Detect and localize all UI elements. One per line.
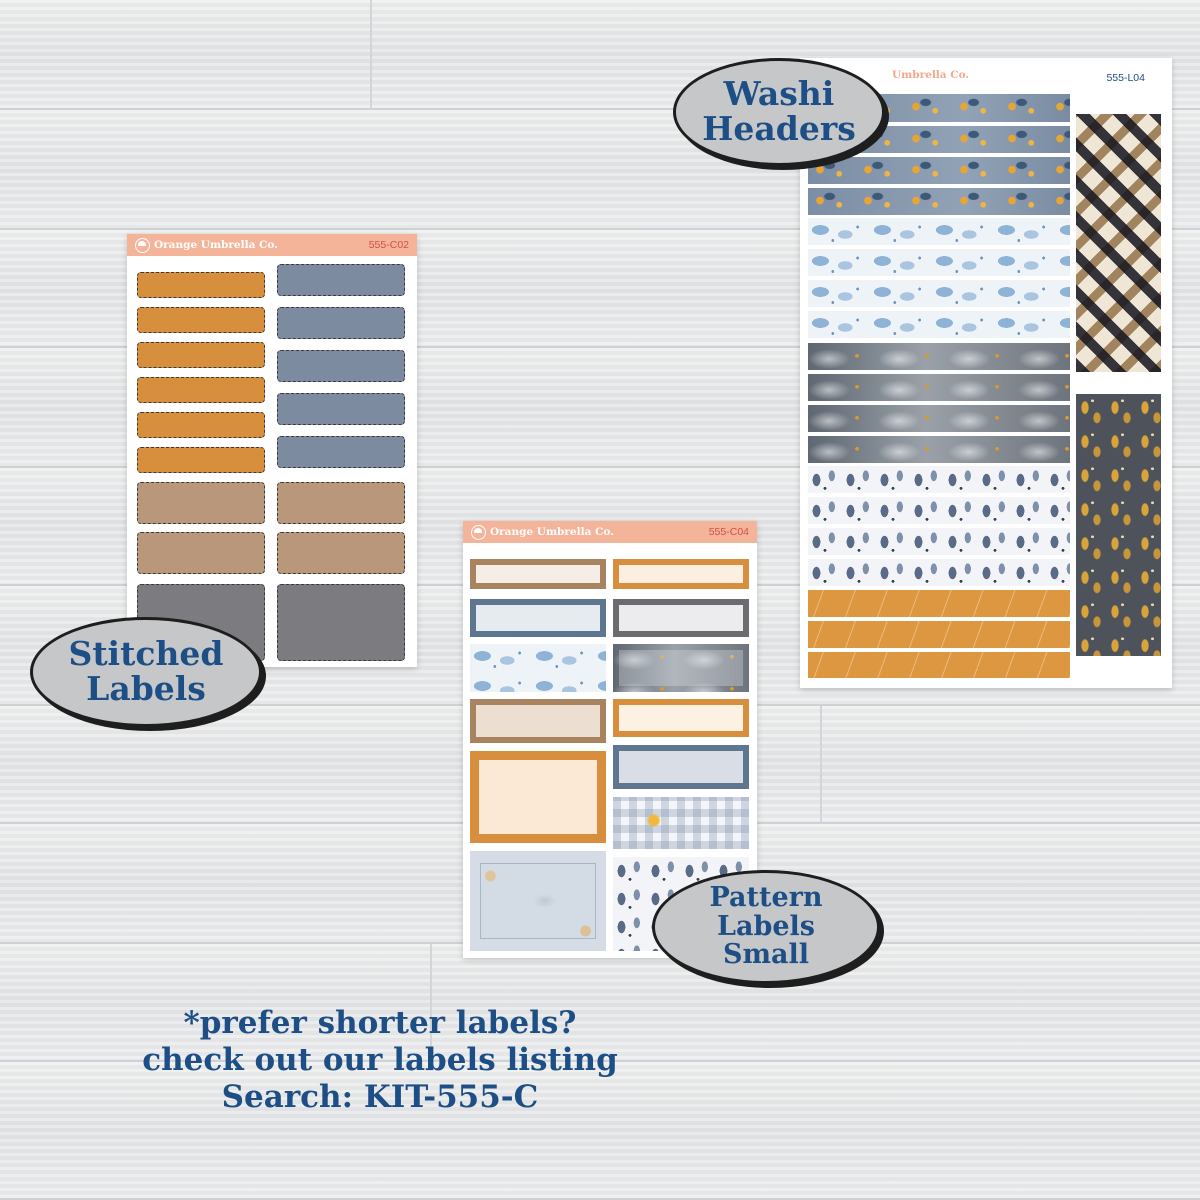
washi-strip-clouds [808, 311, 1070, 338]
washi-strip-orange [808, 652, 1070, 678]
washi-strip-orange [808, 590, 1070, 617]
framed-label [470, 559, 606, 589]
brand-name: Umbrella Co. [892, 69, 970, 81]
framed-label [613, 599, 749, 637]
stitched-label [137, 377, 265, 403]
washi-strip-raindrops [808, 528, 1070, 555]
callout-stitched-labels: Stitched Labels [30, 617, 262, 727]
stitched-label [137, 272, 265, 298]
stitched-label [137, 342, 265, 368]
sheet-header: Orange Umbrella Co. 555-C04 [463, 521, 757, 543]
washi-strip-raindrops [808, 466, 1070, 493]
stitched-label [277, 350, 405, 382]
callout-line: Stitched [68, 634, 224, 674]
pattern-label-umbrella [470, 851, 606, 951]
stitched-label [277, 264, 405, 296]
framed-label [613, 559, 749, 589]
umbrella-logo-icon [471, 524, 486, 540]
sheet-code: 555-C02 [368, 239, 409, 251]
footer-search-line: Search: KIT-555-C [221, 1079, 539, 1115]
framed-label [470, 599, 606, 637]
framed-label [470, 699, 606, 743]
callout-line: Washi [723, 74, 835, 114]
callout-washi-headers: Washi Headers [673, 58, 885, 166]
pattern-label-floral-gingham [613, 797, 749, 849]
washi-strip-raindrops [808, 559, 1070, 586]
stitched-label [277, 307, 405, 339]
footer-note: *prefer shorter labels? check out our la… [60, 1005, 700, 1116]
callout-line: Pattern [709, 882, 823, 914]
washi-strip-raindrops [808, 497, 1070, 524]
stitched-label [137, 532, 265, 574]
washi-strip-umbrella [808, 188, 1070, 215]
washi-vertical-plaid [1076, 114, 1161, 372]
washi-strip-umbrella [808, 157, 1070, 184]
stitched-label [277, 393, 405, 425]
washi-strip-smoke [808, 343, 1070, 370]
stitched-label [137, 482, 265, 524]
framed-label [470, 751, 606, 843]
washi-strip-clouds [808, 280, 1070, 307]
stitched-label [137, 307, 265, 333]
sheet-code: 555-L04 [1106, 72, 1145, 84]
stitched-label [137, 412, 265, 438]
callout-line: Small [722, 939, 810, 971]
stitched-label [277, 436, 405, 468]
washi-strip-smoke [808, 436, 1070, 463]
sheet-header: Orange Umbrella Co. 555-C02 [127, 234, 417, 256]
sticker-sheet-555-l04: Umbrella Co. 555-L04 [800, 58, 1172, 688]
stitched-label [277, 532, 405, 574]
sheet-code: 555-C04 [708, 526, 749, 538]
washi-strip-smoke [808, 405, 1070, 432]
umbrella-logo-icon [135, 237, 150, 253]
sticker-sheet-555-c04: Orange Umbrella Co. 555-C04 [463, 521, 757, 958]
callout-line: Labels [717, 910, 815, 942]
washi-strip-smoke [808, 374, 1070, 401]
washi-vertical-leaves [1076, 394, 1161, 656]
brand-name: Orange Umbrella Co. [154, 239, 278, 251]
framed-label [613, 745, 749, 789]
stitched-label [277, 482, 405, 524]
framed-label [613, 699, 749, 737]
washi-strip-clouds [808, 218, 1070, 245]
pattern-label-clouds [470, 644, 606, 692]
callout-line: Labels [86, 669, 206, 708]
brand-name: Orange Umbrella Co. [490, 526, 614, 538]
stitched-label [277, 584, 405, 661]
callout-line: Headers [702, 109, 856, 148]
washi-strip-orange [808, 621, 1070, 648]
callout-pattern-labels-small: Pattern Labels Small [652, 870, 880, 984]
stitched-label [137, 447, 265, 473]
footer-line-2: check out our labels listing [142, 1042, 618, 1078]
washi-strip-clouds [808, 249, 1070, 276]
footer-line-1: *prefer shorter labels? [183, 1005, 577, 1041]
sticker-sheet-555-c02: Orange Umbrella Co. 555-C02 [127, 234, 417, 667]
pattern-label-smoke [613, 644, 749, 692]
